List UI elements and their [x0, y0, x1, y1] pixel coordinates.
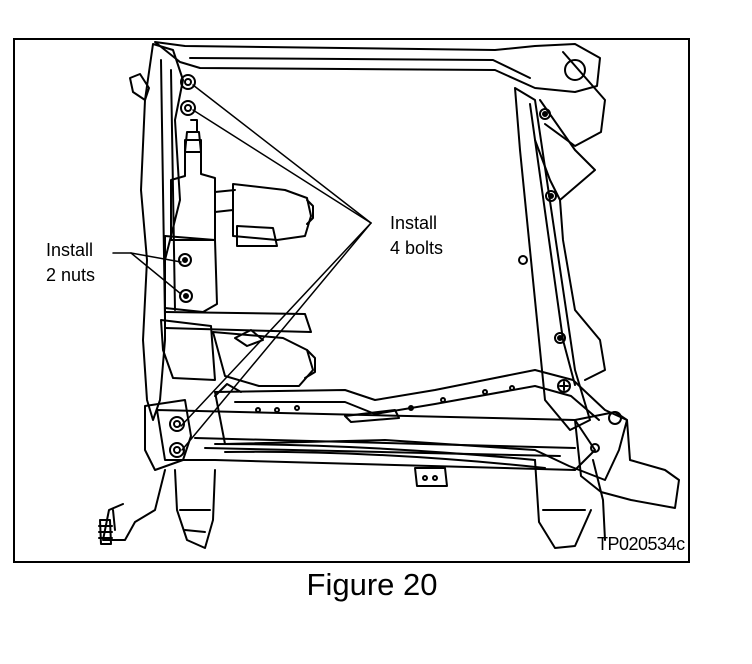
figure-frame: Install 2 nuts Install 4 bolts TP020534c: [13, 38, 690, 563]
callout-install-nuts: Install 2 nuts: [46, 238, 95, 288]
bolts-leader-lines: [180, 84, 372, 451]
top-crossbar-inner: [189, 57, 531, 79]
left-rail: [140, 43, 184, 421]
lower-actuator: [160, 319, 216, 381]
bolt-stud: [99, 519, 112, 545]
top-crossbar: [154, 41, 601, 93]
seat-frame-illustration: [98, 41, 680, 549]
upper-motor: [232, 183, 312, 241]
callout-bolts-line2: 4 bolts: [390, 238, 444, 258]
nuts-leader-lines: [112, 252, 182, 295]
figure-caption: Figure 20: [306, 567, 438, 602]
nut-plate: [164, 235, 218, 313]
callout-install-bolts: Install 4 bolts: [390, 211, 443, 261]
front-right-bracket: [574, 411, 680, 509]
front-left-bracket: [144, 399, 192, 471]
callout-bolts-line1: Install: [390, 213, 438, 233]
figure-id-label: TP020534c: [597, 534, 685, 554]
right-rail: [514, 87, 591, 431]
callout-nuts-line2: 2 nuts: [46, 265, 96, 285]
callout-nuts-line1: Install: [46, 240, 94, 260]
